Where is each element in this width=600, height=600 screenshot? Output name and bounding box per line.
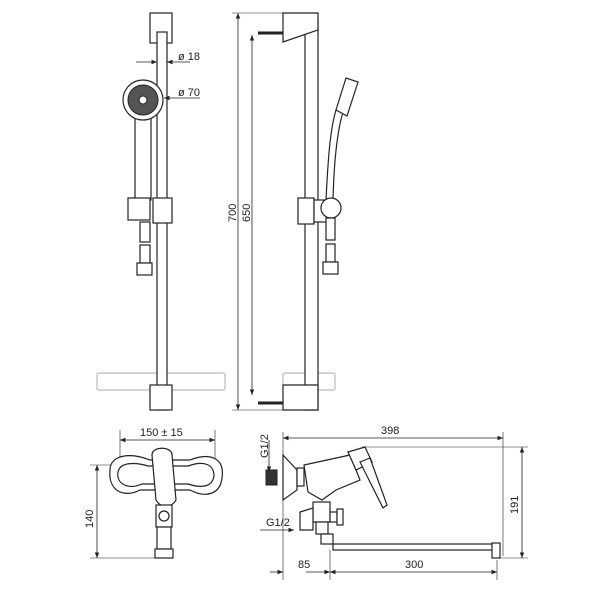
bottom-bracket-side [282,384,319,411]
mixer-lever [151,447,177,507]
mixer-front-view: 150 ± 15 140 [84,427,223,559]
spout-length-label: 300 [405,559,423,571]
spout [332,543,497,551]
holder-slider [152,197,173,224]
shower-handle [134,117,152,201]
inlet-thread-label: G1/2 [259,434,271,458]
mixer-height-label: 140 [84,510,96,528]
mixer-side-view: 398 191 85 300 G1/2 G1/2 [259,425,528,580]
escutcheon [282,453,298,502]
head-diameter-label: ø 70 [178,87,200,99]
wall-to-spout-label: 85 [298,559,310,571]
hose-nut [136,262,153,276]
rail-diameter-label: ø 18 [178,51,200,63]
holder-side [297,197,315,225]
outlet-thread-label: G1/2 [266,517,290,529]
connection-spacing-label: 150 ± 15 [140,427,183,439]
hand-shower-side [325,109,344,201]
shower-side-view: 700 650 [227,12,359,411]
screw-icon [258,31,283,405]
bottom-bracket [149,384,173,411]
shower-front-view: ø 18 ø 70 [96,12,226,411]
holder-left [127,197,151,221]
mixer-body-side [303,454,361,501]
total-height-label: 700 [227,204,239,222]
shower-head-side [335,77,359,117]
diverter-body [312,501,331,523]
inlet-connector [265,469,278,486]
holder-knob [320,197,342,219]
mount-spacing-label: 650 [241,204,253,222]
diverter-knob [336,508,344,526]
total-height-191-label: 191 [509,496,521,514]
total-length-label: 398 [381,425,399,437]
mixer-lever-side [359,457,388,509]
